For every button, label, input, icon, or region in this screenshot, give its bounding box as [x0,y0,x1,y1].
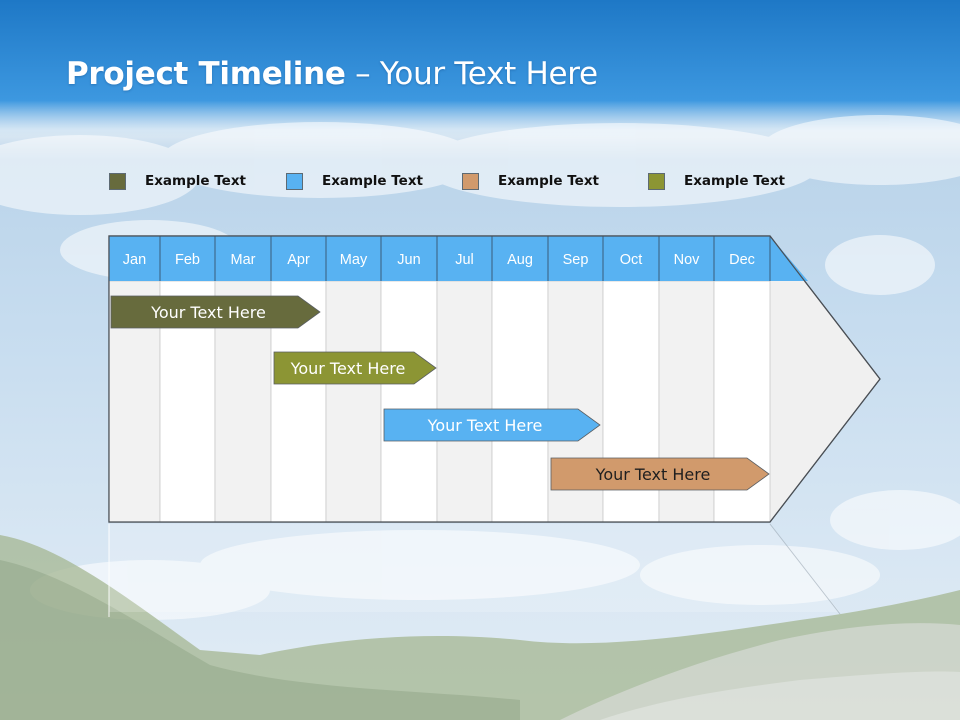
legend-item: Example Text [109,170,246,192]
month-label: May [340,252,368,268]
legend-swatch [109,172,126,190]
month-column [491,280,549,523]
task-arrow-label: Your Text Here [150,303,266,322]
task-arrow [383,408,601,442]
legend-label: Example Text [498,173,599,189]
legend-item: Example Text [462,170,599,192]
task-arrow [110,295,321,329]
legend-item: Example Text [286,170,423,192]
legend-item: Example Text [648,170,785,192]
legend-label: Example Text [145,173,246,189]
month-column [436,280,493,523]
legend-label: Example Text [322,173,423,189]
legend-label: Example Text [684,173,785,189]
month-label: Aug [507,252,533,268]
month-label: Jun [397,252,420,268]
legend-swatch [462,172,479,190]
month-label: Oct [620,252,643,268]
month-column [325,280,382,523]
month-label: Sep [563,252,589,268]
timeline-reflection [109,524,840,612]
task-arrow-label: Your Text Here [427,416,543,435]
month-label: Jul [455,252,474,268]
month-label: Dec [729,252,755,268]
task-arrow [273,351,437,385]
legend-swatch [648,172,665,190]
month-label: Jan [123,252,146,268]
slide-title: Project Timeline – Your Text Here [66,56,598,92]
month-label: Apr [287,252,310,268]
month-column [380,280,438,523]
task-arrow-label: Your Text Here [595,465,711,484]
title-bold-text: Project Timeline [66,56,346,92]
month-header-band [109,236,808,281]
timeline-outline [108,235,881,523]
month-label: Mar [231,252,256,268]
task-arrow [550,457,770,491]
title-rest-text: – Your Text Here [345,56,598,92]
month-label: Feb [175,252,200,268]
legend-swatch [286,172,303,190]
task-arrow-label: Your Text Here [290,359,406,378]
reflection-edge [769,523,841,615]
month-label: Nov [674,252,701,268]
